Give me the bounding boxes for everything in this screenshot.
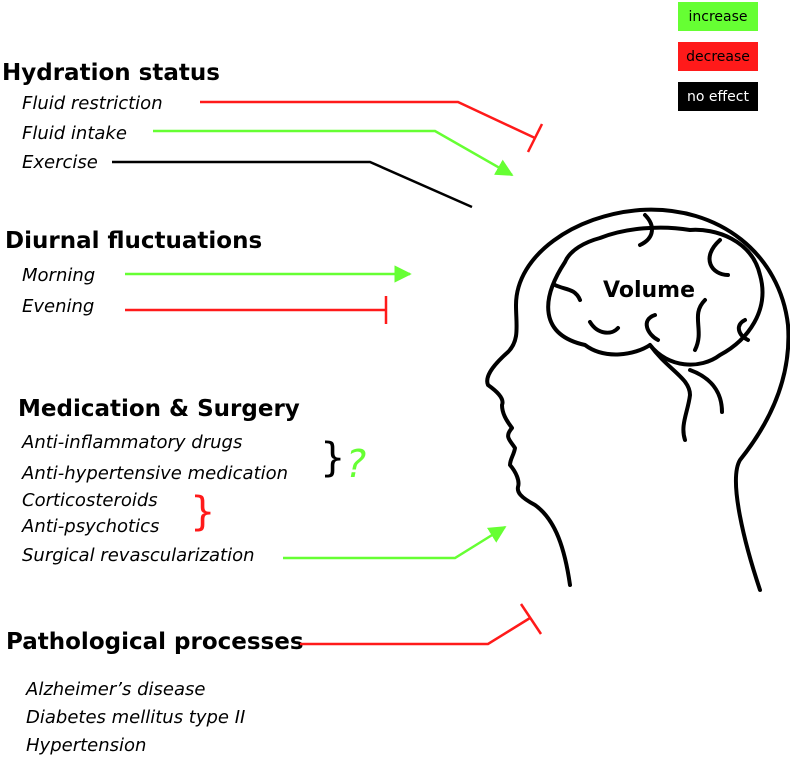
legend-no-effect: no effect bbox=[678, 82, 758, 111]
medication-item-corticosteroids: Corticosteroids bbox=[22, 490, 158, 511]
hydration-item-fluid-restriction: Fluid restriction bbox=[22, 93, 163, 114]
medication-item-anti-hypertensive: Anti-hypertensive medication bbox=[22, 463, 289, 484]
head-with-brain-icon bbox=[485, 207, 790, 592]
decrease-group-brace: } bbox=[190, 489, 216, 535]
hydration-item-fluid-intake: Fluid intake bbox=[22, 123, 127, 144]
evening-decrease-line bbox=[125, 296, 388, 324]
pathology-item-alzheimers: Alzheimer’s disease bbox=[26, 679, 206, 700]
fluid-restriction-decrease-line bbox=[200, 100, 544, 153]
diurnal-heading: Diurnal fluctuations bbox=[5, 228, 263, 254]
uncertain-group-brace: } bbox=[320, 435, 346, 481]
exercise-no-effect-line bbox=[112, 160, 473, 209]
medication-item-surgical-revascularization: Surgical revascularization bbox=[22, 545, 255, 566]
pathology-item-diabetes: Diabetes mellitus type II bbox=[26, 707, 246, 728]
pathology-heading: Pathological processes bbox=[6, 629, 304, 655]
surgical-revascularization-increase-arrow bbox=[283, 525, 507, 560]
hydration-item-exercise: Exercise bbox=[22, 152, 98, 173]
medication-item-anti-psychotics: Anti-psychotics bbox=[22, 516, 160, 537]
legend-decrease: decrease bbox=[678, 42, 758, 71]
diurnal-item-morning: Morning bbox=[22, 265, 96, 286]
hydration-heading: Hydration status bbox=[2, 60, 220, 86]
pathology-item-hypertension: Hypertension bbox=[26, 735, 147, 756]
medication-item-anti-inflammatory: Anti-inflammatory drugs bbox=[22, 432, 243, 453]
uncertain-question-mark: ? bbox=[346, 442, 367, 486]
brain-volume-label: Volume bbox=[603, 278, 695, 303]
medication-heading: Medication & Surgery bbox=[18, 396, 300, 422]
legend-increase: increase bbox=[678, 2, 758, 31]
pathology-decrease-line bbox=[300, 603, 543, 646]
fluid-intake-increase-arrow bbox=[153, 129, 514, 177]
diurnal-item-evening: Evening bbox=[22, 296, 95, 317]
